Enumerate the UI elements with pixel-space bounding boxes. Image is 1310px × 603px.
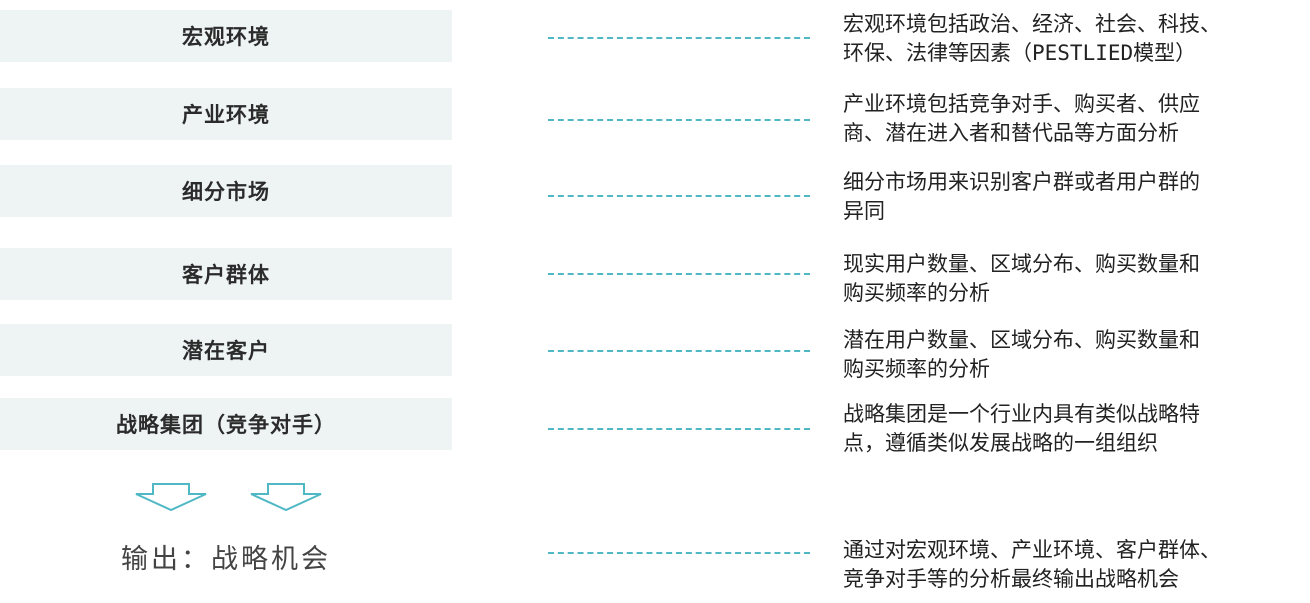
factor-box-customer-group: 客户群体: [0, 248, 452, 300]
factor-label: 战略集团（竞争对手）: [116, 412, 336, 437]
dashed-connector: [548, 428, 810, 430]
factor-box-strategic-group: 战略集团（竞争对手）: [0, 398, 452, 450]
factor-label: 细分市场: [182, 179, 270, 204]
down-arrow-icon: [250, 483, 322, 512]
dashed-connector: [548, 37, 810, 39]
dashed-connector: [548, 195, 810, 197]
factor-description: 细分市场用来识别客户群或者用户群的 异同: [843, 170, 1200, 223]
factor-label: 客户群体: [182, 262, 270, 287]
output-label: 输出：战略机会: [121, 543, 331, 575]
factor-description: 战略集团是一个行业内具有类似战略特 点，遵循类似发展战略的一组组织: [843, 402, 1200, 455]
dashed-connector: [548, 273, 810, 275]
factor-label: 潜在客户: [182, 338, 270, 363]
factor-description: 潜在用户数量、区域分布、购买数量和 购买频率的分析: [843, 328, 1200, 381]
factor-box-macro-environment: 宏观环境: [0, 10, 452, 62]
factor-description: 现实用户数量、区域分布、购买数量和 购买频率的分析: [843, 252, 1200, 305]
factor-label: 产业环境: [182, 102, 270, 127]
dashed-connector: [548, 119, 810, 121]
factor-description: 宏观环境包括政治、经济、社会、科技、 环保、法律等因素（PESTLIED模型）: [843, 12, 1221, 65]
factor-description: 产业环境包括竞争对手、购买者、供应 商、潜在进入者和替代品等方面分析: [843, 92, 1200, 145]
factor-box-industry-environment: 产业环境: [0, 88, 452, 140]
output-description: 通过对宏观环境、产业环境、客户群体、 竞争对手等的分析最终输出战略机会: [843, 538, 1221, 591]
factor-box-potential-customer: 潜在客户: [0, 324, 452, 376]
dashed-connector: [548, 350, 810, 352]
dashed-connector: [548, 552, 810, 554]
factor-box-market-segment: 细分市场: [0, 165, 452, 217]
down-arrow-icon: [135, 483, 207, 512]
factor-label: 宏观环境: [182, 24, 270, 49]
